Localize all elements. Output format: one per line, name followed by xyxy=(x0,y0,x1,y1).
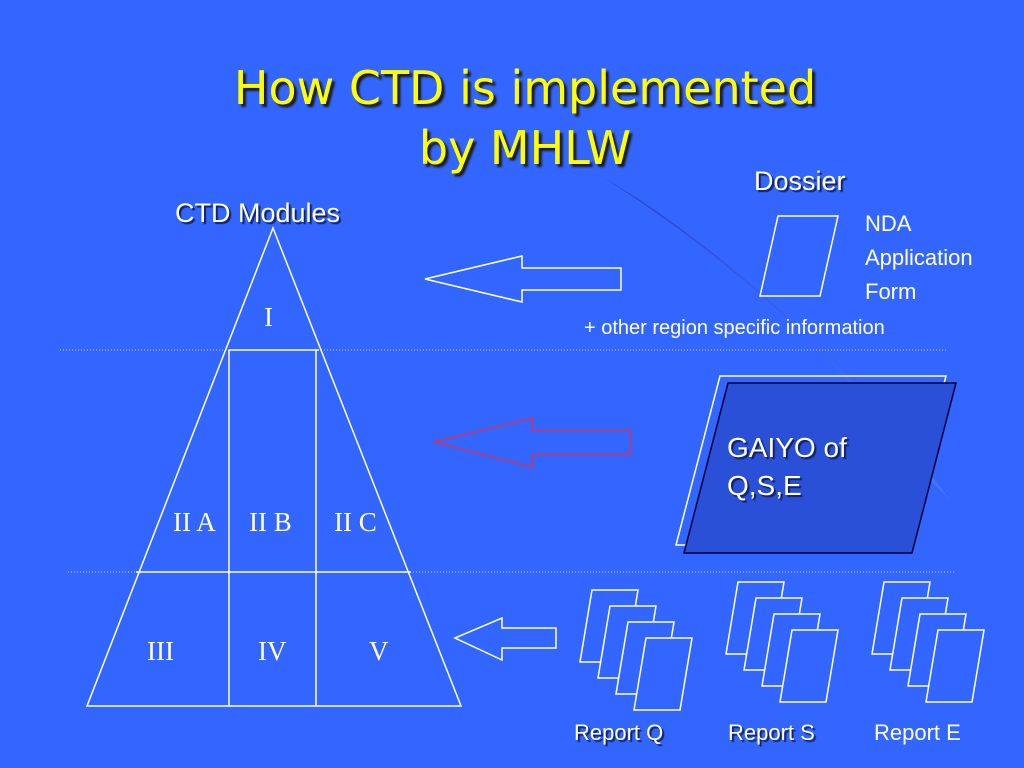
report-s-label: Report S xyxy=(728,720,815,745)
arrow-reports xyxy=(453,616,557,662)
module-4-label: IV xyxy=(258,636,287,666)
nda-line-2: Application xyxy=(865,245,973,270)
gaiyo-label: GAIYO of Q,S,E xyxy=(727,429,847,505)
arrow-dossier xyxy=(424,255,622,303)
ctd-triangle xyxy=(85,225,463,707)
title-line-1: How CTD is implemented xyxy=(233,61,817,115)
report-q-stack xyxy=(579,589,693,711)
module-5-label: V xyxy=(369,636,389,666)
nda-line-1: NDA xyxy=(865,211,912,236)
other-region-info: + other region specific information xyxy=(584,317,885,339)
module-2b-label: II B xyxy=(249,507,292,537)
nda-label: NDA Application Form xyxy=(865,207,973,309)
module-3-label: III xyxy=(147,636,174,666)
report-s-stack xyxy=(725,581,839,703)
dossier-heading: Dossier xyxy=(754,166,846,196)
title-line-2: by MHLW xyxy=(418,121,632,175)
arrow-gaiyo xyxy=(433,417,631,468)
gaiyo-line-2: Q,S,E xyxy=(727,470,802,501)
gaiyo-shape-front xyxy=(683,382,957,554)
report-q-label: Report Q xyxy=(574,720,664,745)
gaiyo-line-1: GAIYO of xyxy=(727,432,847,463)
module-2a-label: II A xyxy=(173,507,216,537)
nda-form-shape xyxy=(759,215,839,297)
report-e-stack xyxy=(871,581,985,703)
ctd-modules-heading: CTD Modules xyxy=(175,198,341,228)
nda-line-3: Form xyxy=(865,279,917,304)
module-2c-label: II C xyxy=(334,507,377,537)
module-1-label: I xyxy=(264,302,273,332)
report-e-label: Report E xyxy=(874,720,961,745)
